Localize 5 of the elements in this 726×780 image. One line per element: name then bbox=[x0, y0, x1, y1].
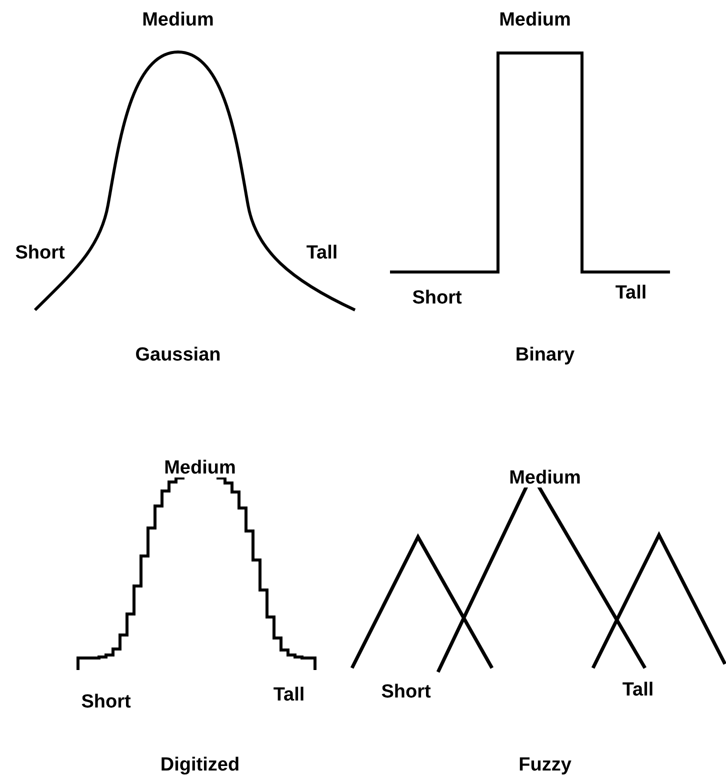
panel-title: Binary bbox=[514, 346, 576, 364]
curve-peak-label: Medium bbox=[163, 458, 237, 478]
panel-title: Fuzzy bbox=[518, 756, 572, 774]
curve-peak-label: Medium bbox=[508, 468, 582, 488]
panel-title: Digitized bbox=[159, 756, 241, 774]
